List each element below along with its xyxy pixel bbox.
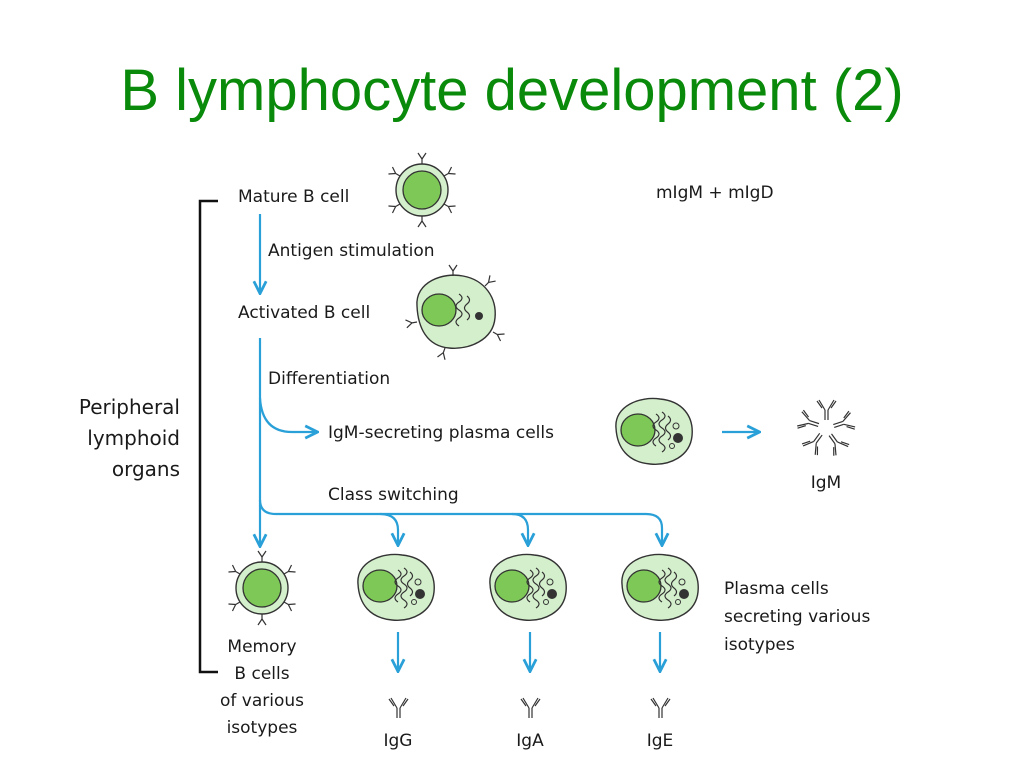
igg-label: IgG	[384, 731, 413, 751]
mature-b-cell-label: Mature B cell	[238, 187, 349, 207]
ige-label: IgE	[647, 731, 674, 751]
memory-label-line-1: Memory	[227, 637, 296, 657]
igg-plasma-cell-icon	[357, 553, 435, 621]
memory-label-line-4: isotypes	[227, 718, 298, 738]
mature-receptors-label: mIgM + mIgD	[656, 183, 774, 203]
igg-antibody-icon	[388, 697, 409, 719]
bracket-label-line-1: Peripheral	[79, 395, 180, 419]
memory-label-line-2: B cells	[234, 664, 289, 684]
peripheral-bracket	[198, 199, 218, 674]
igm-pentamer-icon	[795, 399, 857, 458]
igg-switch-arrow	[379, 512, 398, 544]
antigen-step-label: Antigen stimulation	[268, 241, 435, 261]
bracket-label-line-2: lymphoid	[87, 426, 180, 450]
slide-title: B lymphocyte development (2)	[120, 58, 904, 123]
mature-b-cell-icon	[388, 153, 455, 227]
activated-b-cell-label: Activated B cell	[238, 303, 370, 323]
memory-label-line-3: of various	[220, 691, 304, 711]
differentiation-step-label: Differentiation	[268, 369, 390, 389]
memory-b-cell-icon	[228, 551, 295, 625]
class-switch-label: Class switching	[328, 485, 459, 505]
igm-branch-arrow	[258, 397, 316, 432]
igm-plasma-label: IgM-secreting plasma cells	[328, 423, 554, 443]
igm-product-label: IgM	[811, 473, 841, 493]
plasma-various-line-2: secreting various	[724, 607, 870, 627]
igm-plasma-cell-icon	[615, 397, 693, 465]
activated-b-cell-icon	[404, 264, 506, 361]
ige-plasma-cell-icon	[621, 553, 699, 621]
iga-label: IgA	[516, 731, 544, 751]
plasma-various-line-3: isotypes	[724, 635, 795, 655]
iga-plasma-cell-icon	[489, 553, 567, 621]
iga-antibody-icon	[520, 697, 541, 719]
bracket-label-line-3: organs	[112, 457, 180, 481]
iga-switch-arrow	[511, 512, 528, 544]
plasma-various-line-1: Plasma cells	[724, 579, 829, 599]
ige-antibody-icon	[650, 697, 671, 719]
